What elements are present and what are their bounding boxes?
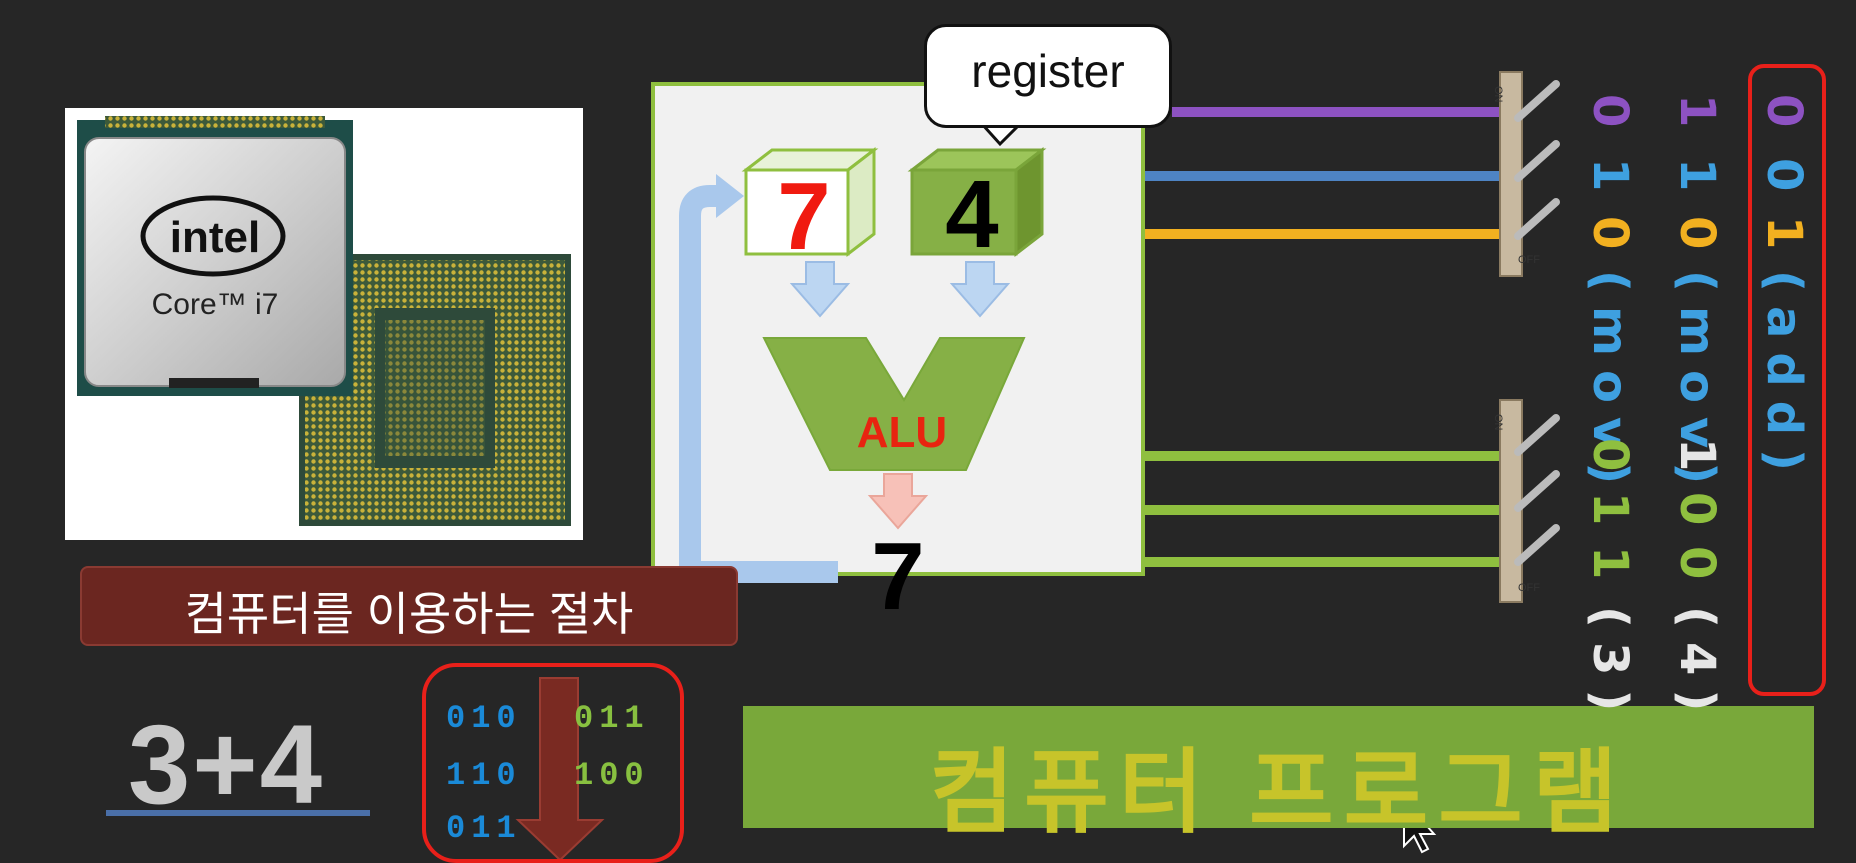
down-arrow-right (949, 261, 1011, 318)
switch-label-off-bottom: OFF (1518, 582, 1540, 594)
cpu-photo: intel Core™ i7 (65, 108, 583, 540)
alu-output-value: 7 (871, 523, 925, 630)
switch-label-on: ON (1492, 86, 1504, 103)
procedure-banner (80, 566, 738, 646)
switch-label-off-top: OFF (1518, 254, 1540, 266)
down-arrow-left (789, 261, 851, 318)
add-instruction-highlight (1748, 64, 1826, 696)
column-2-orange-digit: 0 (1669, 216, 1725, 264)
expression-text: 3+4 (128, 702, 324, 827)
cpu-model: Core™ i7 (151, 288, 279, 321)
binary-row-2-right: 100 (574, 757, 650, 794)
column-2-operand: (4) (1669, 606, 1725, 726)
switch-label-on-bottom: ON (1492, 414, 1504, 431)
binary-row-3-left: 011 (446, 810, 522, 847)
column-1-operand-bit-2: 1 (1582, 492, 1638, 540)
register-right-value: 4 (945, 161, 999, 268)
column-1-orange-digit: 0 (1582, 216, 1638, 264)
column-1-operand-bit-1: 0 (1582, 438, 1638, 486)
expression-underline (106, 810, 370, 816)
column-2-operand-bit-2: 0 (1669, 492, 1725, 540)
alu-output-arrow (867, 473, 929, 530)
switch-panel-bottom[interactable] (1499, 399, 1560, 603)
binary-row-1-left: 010 (446, 700, 522, 737)
binary-row-2-left: 110 (446, 757, 522, 794)
cpu-brand: intel (169, 213, 261, 262)
column-2-blue-digit: 1 (1669, 158, 1725, 206)
register-cube-left (741, 146, 879, 258)
program-label: 컴퓨터 프로그램 (929, 742, 1628, 844)
alu-shape (762, 337, 1026, 471)
alu-label: ALU (856, 408, 948, 457)
column-1-blue-digit: 1 (1582, 158, 1638, 206)
register-callout-text: register (971, 45, 1125, 97)
register-callout (924, 24, 1172, 128)
binary-row-1-right: 011 (574, 700, 650, 737)
register-cube-right (907, 146, 1047, 258)
register-left-value: 7 (777, 163, 831, 270)
feedback-arrow-head (716, 174, 744, 218)
switch-panel-top[interactable] (1499, 71, 1560, 277)
column-2-top-digit: 1 (1669, 94, 1725, 142)
cpu-illustration (77, 116, 571, 526)
column-1-operand-bit-3: 1 (1582, 546, 1638, 594)
banner-down-arrow (515, 677, 605, 860)
feedback-arrow (679, 185, 838, 583)
column-2-operand-bit-3: 0 (1669, 546, 1725, 594)
procedure-banner-text: 컴퓨터를 이용하는 절차 (184, 588, 634, 640)
program-bar (743, 706, 1814, 828)
column-1-top-digit: 0 (1582, 94, 1638, 142)
column-2-operand-bit-1: 1 (1669, 438, 1725, 486)
column-1-operand: (3) (1582, 606, 1638, 726)
